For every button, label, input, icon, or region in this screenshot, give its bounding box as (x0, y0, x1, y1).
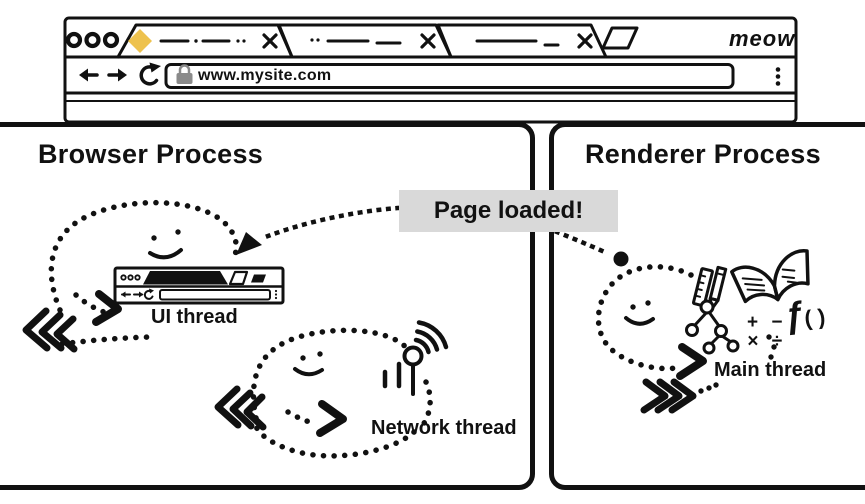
ui-thread-label: UI thread (151, 306, 238, 328)
math-row-2: × ÷ (747, 331, 787, 352)
traffic-lights[interactable] (65, 31, 120, 49)
browser-process-title: Browser Process (38, 139, 264, 169)
traffic-light (102, 31, 120, 49)
tab-title-dashes (159, 39, 246, 43)
math-row-1: + − (747, 312, 787, 333)
main-thread-label: Main thread (714, 359, 827, 381)
close-icon[interactable] (420, 33, 436, 49)
close-icon[interactable] (262, 33, 278, 49)
traffic-light (65, 31, 83, 49)
url-text[interactable]: www.mysite.com (198, 67, 332, 84)
reload-button[interactable] (139, 62, 161, 86)
page-loaded-callout: Page loaded! (399, 190, 618, 232)
function-notation-icon: ƒ( ) (782, 291, 827, 337)
brand-meow: meow (729, 26, 796, 51)
math-symbols-icon: + − × ÷ (747, 313, 786, 351)
tab-3[interactable] (436, 23, 608, 59)
tab-2[interactable] (277, 23, 453, 59)
tab-1[interactable] (116, 23, 294, 59)
back-button[interactable] (79, 68, 99, 82)
close-icon[interactable] (577, 33, 593, 49)
browser-window (63, 16, 798, 124)
forward-button[interactable] (107, 68, 127, 82)
function-f: ƒ (781, 293, 807, 337)
tab-favicon-diamond (128, 29, 152, 53)
network-thread-label: Network thread (371, 417, 517, 439)
renderer-process-title: Renderer Process (585, 139, 821, 169)
lock-icon (176, 64, 193, 84)
traffic-light (84, 31, 101, 49)
menu-dots-icon[interactable] (775, 67, 781, 86)
tab-title-dashes (310, 38, 402, 45)
tab-title-dashes (475, 39, 560, 47)
new-tab-button[interactable] (601, 26, 639, 50)
function-parens: ( ) (803, 303, 827, 331)
